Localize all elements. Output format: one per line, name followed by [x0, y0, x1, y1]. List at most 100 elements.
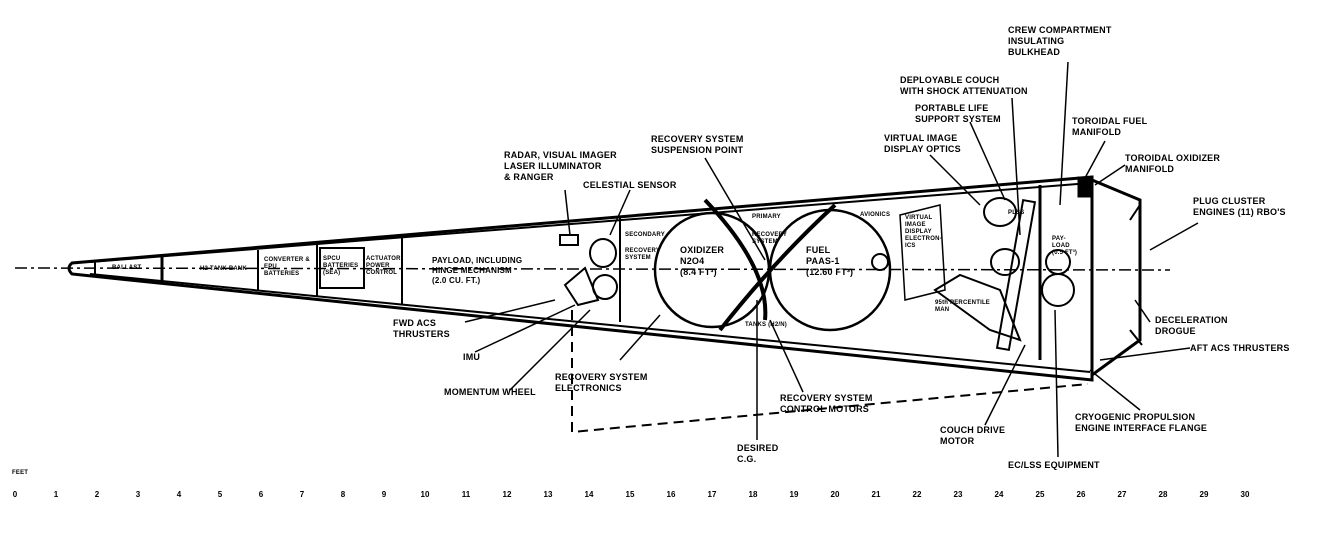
scale-tick: 10 [420, 490, 430, 499]
leader-line [509, 309, 591, 391]
leader-line [609, 189, 631, 236]
hull-inner-top [89, 182, 1091, 263]
scale-tick: 23 [953, 490, 963, 499]
hull-outline [67, 175, 1094, 382]
battery-box [319, 247, 365, 289]
celestial-sensor [589, 238, 617, 268]
label-crew-bulkhead: CREW COMPARTMENT INSULATING BULKHEAD [1008, 25, 1112, 57]
imu-unit [563, 266, 600, 307]
scale-tick: 20 [830, 490, 840, 499]
leader-line [1134, 299, 1151, 323]
crew-body [990, 248, 1020, 276]
label-celestial-sensor: CELESTIAL SENSOR [583, 180, 677, 190]
label-desired-cg: DESIRED C.G. [737, 443, 779, 464]
scale-tick: 22 [912, 490, 922, 499]
scale-tick: 4 [176, 490, 182, 499]
label-cryogenic: CRYOGENIC PROPULSION ENGINE INTERFACE FL… [1075, 412, 1208, 433]
scale-tick: 19 [789, 490, 799, 499]
recovery-dashed-line [571, 310, 1089, 434]
label-toroidal-fuel: TOROIDAL FUEL MANIFOLD [1072, 116, 1148, 137]
scale-tick: 25 [1035, 490, 1045, 499]
scale-tick: 28 [1158, 490, 1168, 499]
scale-tick: 15 [625, 490, 635, 499]
leader-line [984, 344, 1026, 426]
leader-line [1084, 140, 1106, 179]
label-virtual-image-optics: VIRTUAL IMAGE DISPLAY OPTICS [884, 133, 961, 154]
label-primary: PRIMARY [752, 214, 781, 220]
leader-line [1054, 309, 1059, 458]
scale-tick: 21 [871, 490, 881, 499]
hull-inner-bottom [89, 273, 1091, 373]
scale-tick: 7 [299, 490, 305, 499]
label-avionics: AVIONICS [860, 212, 891, 218]
scale-tick: 18 [748, 490, 758, 499]
leader-line [464, 299, 556, 323]
leader-line [969, 121, 1006, 201]
label-eclss: EC/LSS EQUIPMENT [1008, 460, 1100, 470]
scale-tick: 11 [461, 490, 471, 499]
label-secondary: SECONDARY [625, 232, 665, 238]
label-recovery-electronics: RECOVERY SYSTEM ELECTRONICS [555, 372, 648, 393]
leader-line [929, 154, 981, 206]
pressurant-bottle [871, 253, 889, 271]
label-imu: IMU [463, 352, 481, 362]
scale-tick: 13 [543, 490, 553, 499]
scale-tick: 26 [1076, 490, 1086, 499]
label-plss: PORTABLE LIFE SUPPORT SYSTEM [915, 103, 1001, 124]
leader-line [1059, 61, 1069, 206]
scale-tick: 27 [1117, 490, 1127, 499]
engine-plug [1091, 178, 1142, 377]
leader-lines [464, 61, 1199, 458]
label-payload: PAYLOAD, INCLUDING HINGE MECHANISM (2.0 … [432, 256, 523, 285]
leader-line [474, 304, 576, 353]
label-recovery-system-2: RECOVERY SYSTEM [752, 232, 788, 245]
scale-tick: 29 [1199, 490, 1209, 499]
scale-tick: 9 [381, 490, 387, 499]
scale-tick: 2 [94, 490, 100, 499]
label-couch-drive: COUCH DRIVE MOTOR [940, 425, 1006, 446]
label-ballast: BALLAST [112, 265, 142, 271]
label-tank-bank: H2 TANK BANK [200, 266, 247, 272]
label-plss-short: PLSS [1008, 210, 1025, 216]
scale-tick: 30 [1240, 490, 1250, 499]
scale-tick: 16 [666, 490, 676, 499]
scale-tick: 24 [994, 490, 1004, 499]
label-percentile: 95th PERCENTILE MAN [935, 300, 991, 313]
label-converter: CONVERTER & EPU BATTERIES [264, 257, 310, 277]
eclss-unit [1041, 273, 1075, 307]
toroidal-manifold [1077, 176, 1093, 198]
avionics-bay [899, 204, 946, 301]
label-fwd-acs: FWD ACS THRUSTERS [393, 318, 450, 339]
leader-line [704, 157, 766, 261]
scale-unit-label: FEET [12, 470, 29, 476]
label-oxidizer: OXIDIZER N2O4 (8.4 FT³) [680, 245, 725, 277]
leader-line [564, 189, 571, 236]
recovery-straps [703, 198, 837, 332]
scale-tick: 3 [135, 490, 141, 499]
leader-line [1011, 97, 1021, 236]
scale-tick: 14 [584, 490, 594, 499]
deployable-couch [995, 198, 1037, 352]
label-vid-electronics: VIRTUAL IMAGE DISPLAY ELECTRON- ICS [905, 215, 942, 249]
label-deployable-couch: DEPLOYABLE COUCH WITH SHOCK ATTENUATION [900, 75, 1028, 96]
leader-line [1099, 347, 1191, 361]
crew-helmet [983, 197, 1017, 227]
label-payload-small: PAY- LOAD (0.5 FT³) [1052, 236, 1078, 256]
radar-unit [559, 234, 579, 246]
scale-tick: 6 [258, 490, 264, 499]
label-tanks: TANKS (H2/N) [745, 322, 787, 328]
centerline [14, 267, 1171, 271]
label-recovery-motors: RECOVERY SYSTEM CONTROL MOTORS [780, 393, 873, 414]
scale-tick: 8 [340, 490, 346, 499]
label-recovery-system: RECOVERY SYSTEM [625, 248, 661, 261]
label-drogue: DECELERATION DROGUE [1155, 315, 1228, 336]
engine-nozzle-edges [1129, 204, 1143, 346]
label-plug-cluster: PLUG CLUSTER ENGINES (11) RBO'S [1193, 196, 1286, 217]
label-fuel: FUEL PAAS-1 (12.60 FT³) [806, 245, 854, 277]
scale-tick: 12 [502, 490, 512, 499]
label-suspension-point: RECOVERY SYSTEM SUSPENSION POINT [651, 134, 744, 155]
label-radar: RADAR, VISUAL IMAGER LASER ILLUMINATOR &… [504, 150, 617, 182]
leader-line [1089, 369, 1141, 411]
